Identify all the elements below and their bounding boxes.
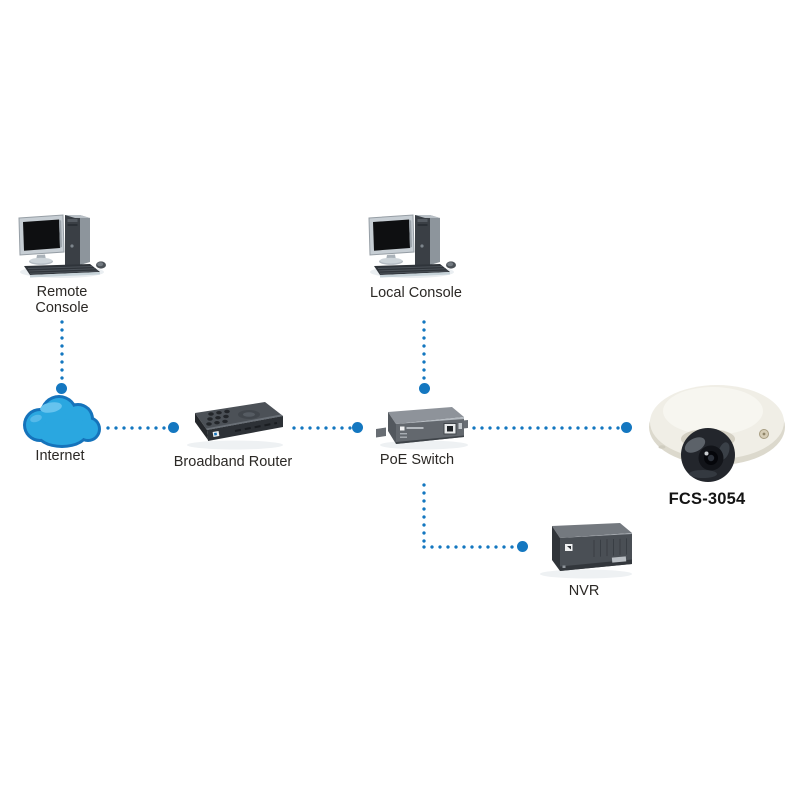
local-console-icon xyxy=(368,214,456,278)
link-remote-console-internet xyxy=(60,318,64,382)
link-internet-broadband-router xyxy=(104,426,168,430)
link-endpoint-dot-internet-top xyxy=(56,383,67,394)
poe-switch-icon xyxy=(376,407,468,450)
link-endpoint-dot-switch-left xyxy=(352,422,363,433)
ip-camera-label: FCS-3054 xyxy=(668,490,746,508)
ip-camera-icon xyxy=(649,385,785,482)
node-poe-switch xyxy=(372,400,472,455)
node-ip-camera xyxy=(645,377,790,494)
internet-cloud-icon xyxy=(23,395,101,448)
remote-console-label-line2: Console xyxy=(35,300,89,316)
node-nvr xyxy=(532,519,637,584)
router-vents xyxy=(206,409,230,426)
link-endpoint-dot-nvr-left xyxy=(517,541,528,552)
node-local-console xyxy=(364,208,456,285)
nvr-label: NVR xyxy=(568,583,600,599)
local-console-label: Local Console xyxy=(370,285,462,301)
link-poe-switch-nvr-vertical xyxy=(422,481,426,545)
broadband-router-label: Broadband Router xyxy=(173,454,293,470)
remote-console-icon xyxy=(18,214,106,278)
node-internet xyxy=(16,392,108,457)
link-broadband-router-poe-switch xyxy=(290,426,354,430)
remote-console-label: Remote Console xyxy=(35,284,88,316)
nvr-icon xyxy=(540,523,632,579)
poe-switch-label: PoE Switch xyxy=(379,452,455,468)
node-remote-console xyxy=(14,208,106,285)
internet-label: Internet xyxy=(35,448,85,464)
link-endpoint-dot-camera-left xyxy=(621,422,632,433)
remote-console-label-line1: Remote xyxy=(36,284,88,300)
link-local-console-poe-switch xyxy=(422,318,426,382)
link-endpoint-dot-router-left xyxy=(168,422,179,433)
link-poe-switch-ip-camera xyxy=(470,426,622,430)
nvr-drive-slats xyxy=(593,538,627,557)
broadband-router-icon xyxy=(187,402,283,450)
link-endpoint-dot-switch-top xyxy=(419,383,430,394)
link-poe-switch-nvr-horizontal xyxy=(420,545,516,549)
node-broadband-router xyxy=(177,398,289,457)
